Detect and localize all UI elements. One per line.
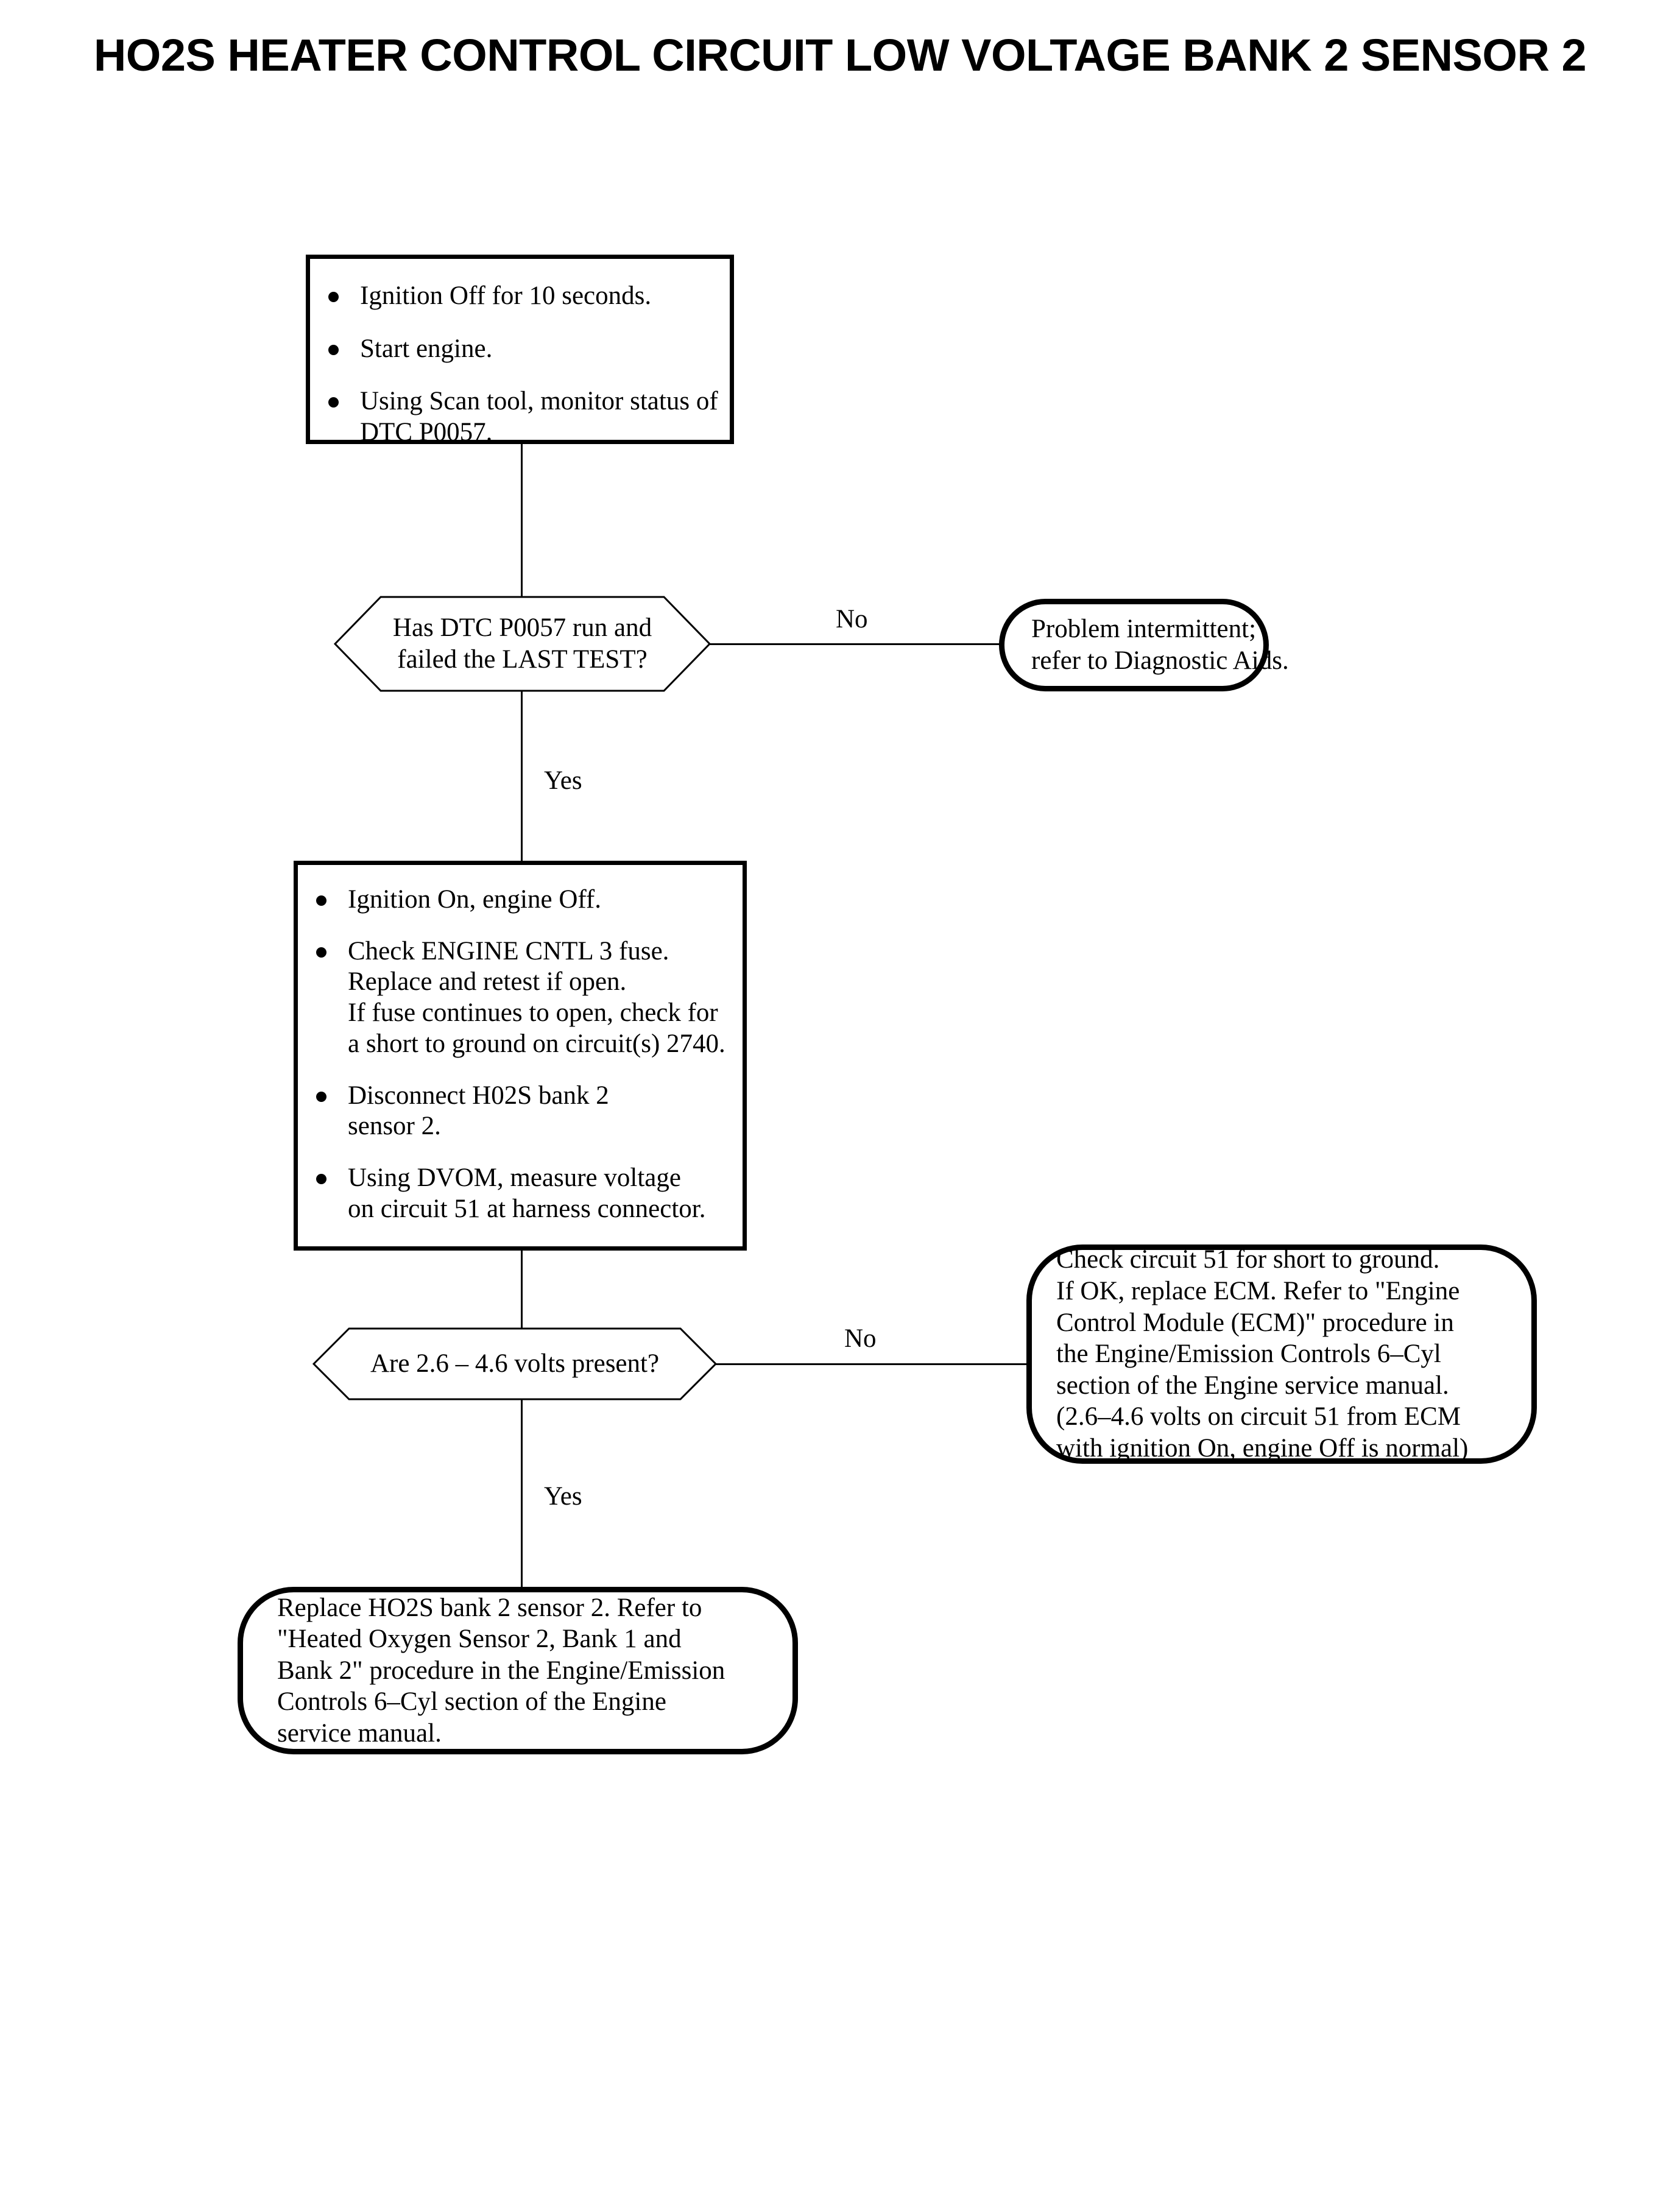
connector-step2-to-decision2	[521, 1251, 523, 1329]
bullet-dot-icon	[316, 947, 326, 958]
voltage-measurement-box: Ignition On, engine Off. Check ENGINE CN…	[294, 861, 747, 1251]
check-circuit-replace-ecm-terminal: Check circuit 51 for short to ground. If…	[1026, 1244, 1537, 1464]
list-item-line: DTC P0057.	[360, 418, 493, 447]
terminal-text-line: Problem intermittent;	[1031, 615, 1257, 644]
list-item-line: If fuse continues to open, check for	[348, 998, 718, 1028]
terminal-text-line: refer to Diagnostic Aids.	[1031, 646, 1289, 675]
terminal-text-line: "Heated Oxygen Sensor 2, Bank 1 and	[277, 1625, 682, 1654]
terminal-text-line: Replace HO2S bank 2 sensor 2. Refer to	[277, 1593, 702, 1622]
voltage-measurement-list: Ignition On, engine Off. Check ENGINE CN…	[298, 884, 743, 1225]
branch-label-no-1: No	[836, 605, 868, 634]
list-item-line: Disconnect H02S bank 2	[348, 1081, 609, 1110]
problem-intermittent-terminal: Problem intermittent; refer to Diagnosti…	[999, 599, 1289, 691]
terminal-text-line: with ignition On, engine Off is normal)	[1056, 1433, 1469, 1463]
decision-text-line: failed the LAST TEST?	[397, 645, 648, 674]
terminal-text-line: the Engine/Emission Controls 6–Cyl	[1056, 1340, 1441, 1369]
branch-label-no-2: No	[844, 1324, 877, 1353]
bullet-dot-icon	[328, 397, 339, 408]
list-item-line: sensor 2.	[348, 1112, 441, 1141]
page-title: HO2S HEATER CONTROL CIRCUIT LOW VOLTAGE …	[93, 30, 1587, 80]
list-item-line: Using Scan tool, monitor status of	[360, 387, 718, 416]
branch-label-yes-2: Yes	[544, 1482, 582, 1511]
terminal-text-line: Control Module (ECM)" procedure in	[1056, 1308, 1454, 1337]
terminal-text-line: section of the Engine service manual.	[1056, 1371, 1449, 1400]
list-item-line: Ignition Off for 10 seconds.	[360, 281, 652, 310]
list-item-line: Replace and retest if open.	[348, 967, 627, 997]
dtc-run-and-failed-decision: Has DTC P0057 run and failed the LAST TE…	[333, 596, 711, 692]
connector-step1-to-decision1	[521, 444, 523, 597]
connector-decision2-no-branch	[716, 1363, 1028, 1365]
terminal-text-line: Check circuit 51 for short to ground.	[1056, 1245, 1440, 1274]
list-item-line: a short to ground on circuit(s) 2740.	[348, 1029, 725, 1058]
list-item: Ignition On, engine Off.	[298, 884, 743, 916]
list-item: Disconnect H02S bank 2 sensor 2.	[298, 1081, 743, 1142]
list-item-line: Ignition On, engine Off.	[348, 885, 601, 914]
initial-conditions-list: Ignition Off for 10 seconds. Start engin…	[310, 281, 730, 448]
terminal-text-line: If OK, replace ECM. Refer to "Engine	[1056, 1277, 1460, 1306]
terminal-text-line: service manual.	[277, 1718, 442, 1748]
bullet-dot-icon	[328, 344, 339, 355]
initial-conditions-box: Ignition Off for 10 seconds. Start engin…	[306, 255, 734, 447]
terminal-text: Check circuit 51 for short to ground. If…	[1032, 1244, 1492, 1464]
terminal-text-line: (2.6–4.6 volts on circuit 51 from ECM	[1056, 1402, 1461, 1432]
replace-ho2s-sensor-terminal: Replace HO2S bank 2 sensor 2. Refer to "…	[238, 1587, 798, 1754]
list-item: Ignition Off for 10 seconds.	[310, 281, 730, 312]
bullet-dot-icon	[328, 292, 339, 302]
connector-decision2-yes-branch	[521, 1399, 523, 1587]
decision-text: Are 2.6 – 4.6 volts present?	[314, 1329, 716, 1399]
terminal-text-line: Bank 2" procedure in the Engine/Emission	[277, 1656, 725, 1685]
connector-decision1-yes-branch	[521, 691, 523, 861]
volts-present-decision: Are 2.6 – 4.6 volts present?	[312, 1327, 718, 1400]
list-item-line: Using DVOM, measure voltage	[348, 1163, 681, 1193]
connector-decision1-no-branch	[710, 643, 1001, 645]
bullet-dot-icon	[316, 1174, 326, 1185]
list-item-line: Check ENGINE CNTL 3 fuse.	[348, 936, 669, 966]
list-item-line: on circuit 51 at harness connector.	[348, 1194, 706, 1223]
list-item: Using DVOM, measure voltage on circuit 5…	[298, 1163, 743, 1224]
list-item: Check ENGINE CNTL 3 fuse. Replace and re…	[298, 936, 743, 1060]
bullet-dot-icon	[316, 895, 326, 906]
branch-label-yes-1: Yes	[544, 766, 582, 795]
terminal-text: Replace HO2S bank 2 sensor 2. Refer to "…	[243, 1592, 759, 1749]
terminal-text-line: Controls 6–Cyl section of the Engine	[277, 1687, 666, 1717]
bullet-dot-icon	[316, 1091, 326, 1102]
list-item-line: Start engine.	[360, 334, 493, 363]
decision-text: Has DTC P0057 run and failed the LAST TE…	[335, 597, 710, 691]
list-item: Using Scan tool, monitor status of DTC P…	[310, 386, 730, 448]
decision-text-line: Has DTC P0057 run and	[392, 613, 652, 643]
terminal-text: Problem intermittent; refer to Diagnosti…	[1004, 613, 1316, 676]
list-item: Start engine.	[310, 334, 730, 365]
decision-text-line: Are 2.6 – 4.6 volts present?	[370, 1349, 660, 1379]
